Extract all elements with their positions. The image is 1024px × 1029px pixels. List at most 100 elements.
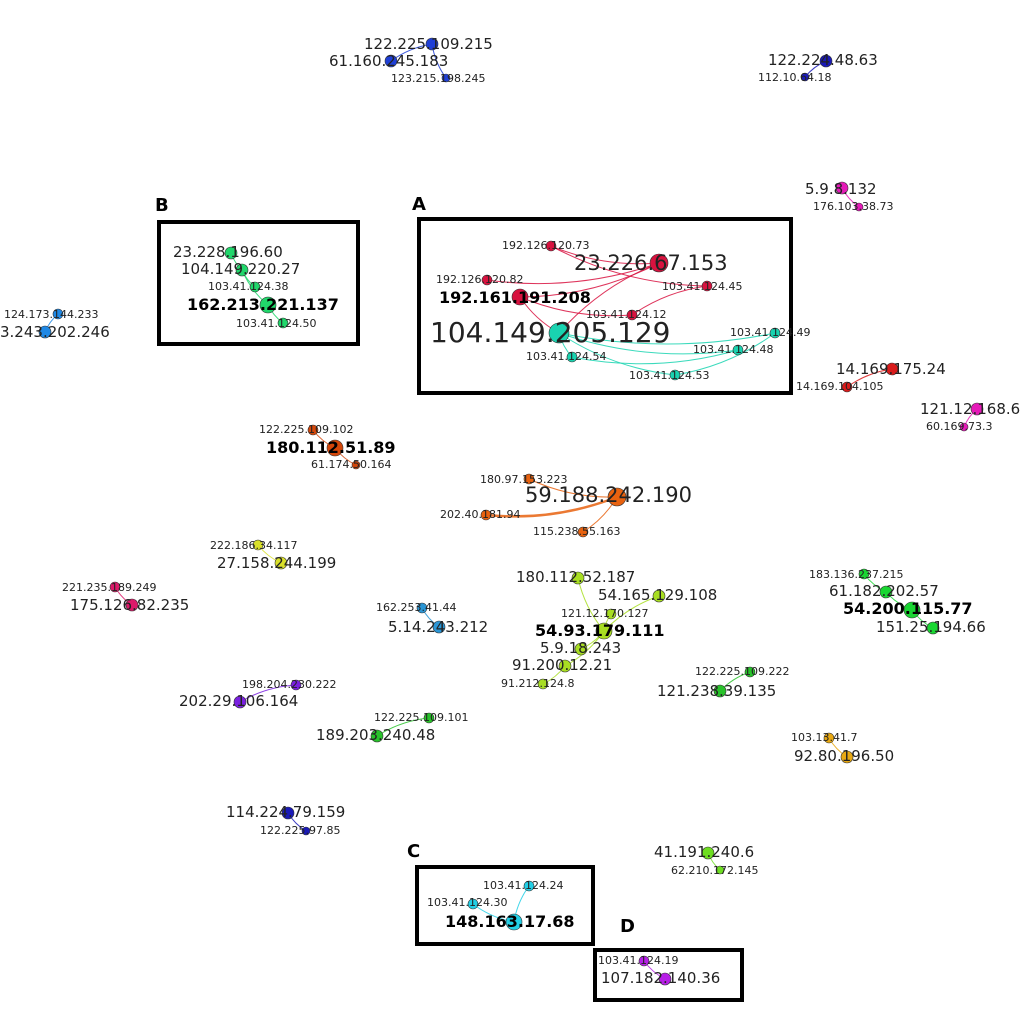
edge-a11-a8 xyxy=(674,332,776,376)
node-p2[interactable] xyxy=(125,598,139,612)
node-o3[interactable] xyxy=(351,460,361,470)
node-o7[interactable] xyxy=(577,526,589,538)
node-label-q1: 103.13.41.7 xyxy=(791,731,857,744)
node-label-g3: 54.200.115.77 xyxy=(843,599,973,618)
node-s2[interactable] xyxy=(38,325,52,339)
node-a6[interactable] xyxy=(626,309,638,321)
node-label-y2: 27.158.244.199 xyxy=(217,554,336,572)
node-y1[interactable] xyxy=(252,539,264,551)
edge-a1-a5 xyxy=(550,245,708,287)
node-q2[interactable] xyxy=(840,750,854,764)
node-label-g4: 151.25.194.66 xyxy=(876,618,986,636)
node-k2[interactable] xyxy=(713,684,727,698)
node-label-u1: 114.224.79.159 xyxy=(226,803,345,821)
node-b1[interactable] xyxy=(224,246,238,260)
node-l4[interactable] xyxy=(595,622,613,640)
node-a5[interactable] xyxy=(701,280,713,292)
node-n2[interactable] xyxy=(384,54,398,68)
node-l2[interactable] xyxy=(652,589,666,603)
node-b4[interactable] xyxy=(259,296,277,314)
node-d2[interactable] xyxy=(658,972,672,986)
node-t1[interactable] xyxy=(416,602,428,614)
node-label-s1: 124.173.144.233 xyxy=(4,308,98,321)
node-a8[interactable] xyxy=(769,327,781,339)
node-k1[interactable] xyxy=(744,666,756,678)
node-b5[interactable] xyxy=(277,317,289,329)
edge-a1-a2 xyxy=(550,245,660,265)
edge-a3-a2 xyxy=(486,262,660,285)
node-label-k1: 122.225.109.222 xyxy=(695,665,789,678)
node-a1[interactable] xyxy=(545,240,557,252)
node-g2[interactable] xyxy=(879,585,893,599)
node-q1[interactable] xyxy=(823,732,835,744)
node-g4[interactable] xyxy=(926,621,940,635)
node-c3[interactable] xyxy=(505,913,523,931)
node-m1[interactable] xyxy=(970,402,984,416)
node-w1[interactable] xyxy=(701,846,715,860)
node-g3[interactable] xyxy=(903,601,921,619)
node-label-a11: 103.41.124.53 xyxy=(629,369,709,382)
node-t2[interactable] xyxy=(432,620,446,634)
node-a7[interactable] xyxy=(548,322,570,344)
node-l7[interactable] xyxy=(537,678,549,690)
node-l5[interactable] xyxy=(574,642,588,656)
node-a4[interactable] xyxy=(511,288,529,306)
node-a3[interactable] xyxy=(481,274,493,286)
node-v1[interactable] xyxy=(290,679,302,691)
node-o1[interactable] xyxy=(307,424,319,436)
node-r1[interactable] xyxy=(885,362,899,376)
node-label-a5: 103.41.124.45 xyxy=(662,280,742,293)
node-w2[interactable] xyxy=(715,865,725,875)
node-label-t1: 162.253.41.44 xyxy=(376,601,456,614)
node-l1[interactable] xyxy=(571,571,585,585)
node-n3[interactable] xyxy=(441,73,451,83)
node-o6[interactable] xyxy=(480,509,492,521)
node-p1[interactable] xyxy=(109,581,121,593)
node-n1[interactable] xyxy=(425,37,439,51)
node-s1[interactable] xyxy=(52,308,64,320)
node-label-n4: 122.224.48.63 xyxy=(768,51,878,69)
node-label-c2: 103.41.124.30 xyxy=(427,896,507,909)
node-d1[interactable] xyxy=(638,955,650,967)
node-label-b2: 104.149.220.27 xyxy=(181,260,300,278)
node-n5[interactable] xyxy=(800,72,810,82)
node-n7[interactable] xyxy=(854,202,864,212)
node-o2[interactable] xyxy=(326,439,344,457)
node-label-n3: 123.215.198.245 xyxy=(391,72,485,85)
node-n4[interactable] xyxy=(819,54,833,68)
node-a10[interactable] xyxy=(566,351,578,363)
node-a11[interactable] xyxy=(669,369,681,381)
node-c2[interactable] xyxy=(467,898,479,910)
node-c1[interactable] xyxy=(523,880,535,892)
node-o4[interactable] xyxy=(523,473,535,485)
node-v2[interactable] xyxy=(233,695,247,709)
node-u1[interactable] xyxy=(281,806,295,820)
node-u2[interactable] xyxy=(301,826,311,836)
node-l3[interactable] xyxy=(605,608,617,620)
edge-a4-a2 xyxy=(519,262,660,298)
node-o5[interactable] xyxy=(607,487,627,507)
node-label-o1: 122.225.109.102 xyxy=(259,423,353,436)
box-c xyxy=(415,865,595,946)
node-y2[interactable] xyxy=(274,556,288,570)
node-l6[interactable] xyxy=(558,659,572,673)
node-g1[interactable] xyxy=(858,568,870,580)
node-a2[interactable] xyxy=(649,253,669,273)
node-label-a9: 103.41.124.48 xyxy=(693,343,773,356)
box-d-letter: D xyxy=(620,916,635,937)
node-b3[interactable] xyxy=(249,281,261,293)
node-h2[interactable] xyxy=(370,729,384,743)
box-a-letter: A xyxy=(412,194,426,215)
node-r2[interactable] xyxy=(841,381,853,393)
node-b2[interactable] xyxy=(235,263,249,277)
box-c-letter: C xyxy=(407,841,420,862)
node-label-o3: 61.174.50.164 xyxy=(311,458,391,471)
node-label-w1: 41.191.240.6 xyxy=(654,843,754,861)
node-m2[interactable] xyxy=(959,422,969,432)
node-n6[interactable] xyxy=(835,181,849,195)
node-label-q2: 92.80.196.50 xyxy=(794,747,894,765)
node-label-l4: 54.93.179.111 xyxy=(535,621,665,640)
node-a9[interactable] xyxy=(732,344,744,356)
node-h1[interactable] xyxy=(423,712,435,724)
